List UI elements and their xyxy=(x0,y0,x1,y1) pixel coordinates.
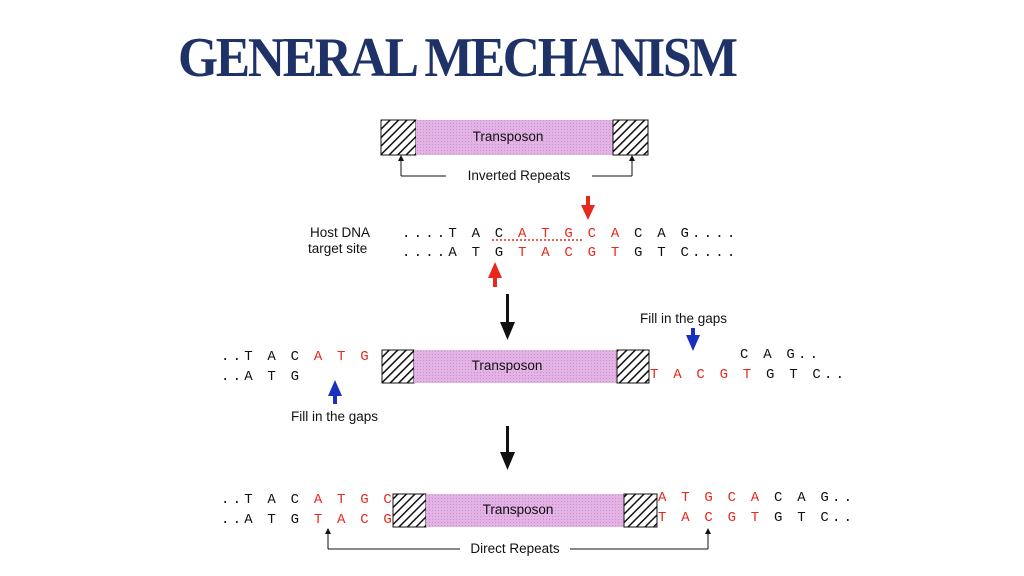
inverted-repeat-right xyxy=(623,493,658,528)
final-right-bottom-strand: T A C G T G T C.. xyxy=(658,510,855,526)
inverted-repeat-right xyxy=(616,349,650,384)
final-left-bottom-strand: ..A T G T A C G T xyxy=(221,512,418,528)
down-arrow-icon xyxy=(500,426,515,470)
inverted-repeats-label: Inverted Repeats xyxy=(468,168,571,183)
direct-repeats-bracket: Direct Repeats xyxy=(325,528,711,556)
inverted-repeats-bracket: Inverted Repeats xyxy=(398,155,635,183)
down-arrow-icon xyxy=(500,294,515,340)
transposon-middle: Transposon xyxy=(381,349,650,384)
fill-gaps-arrow-right-icon xyxy=(686,328,700,351)
transposon-top: Transposon xyxy=(380,119,649,156)
host-dna-bottom-strand: ....A T G T A C G T G T C.... xyxy=(402,245,738,261)
transposon-body xyxy=(414,350,617,383)
host-dna-label: Host DNA xyxy=(310,225,370,240)
direct-repeats-label: Direct Repeats xyxy=(470,541,560,556)
fill-gaps-arrow-left-icon xyxy=(328,380,342,404)
mid-right-bottom-strand: T A C G T G T C.. xyxy=(650,367,847,383)
page-title: GENERAL MECHANISM xyxy=(178,27,738,89)
fill-gaps-label-left: Fill in the gaps xyxy=(291,409,378,424)
cut-arrow-bottom-icon xyxy=(488,262,502,287)
inverted-repeat-left xyxy=(380,119,417,156)
inverted-repeat-right xyxy=(612,119,649,156)
transposon-body xyxy=(416,120,613,155)
inverted-repeat-left xyxy=(381,349,415,384)
transposon-bottom: Transposon xyxy=(392,493,658,528)
mid-right-top-strand: C A G.. xyxy=(740,347,821,363)
inverted-repeat-left xyxy=(392,493,427,528)
transposon-label: Transposon xyxy=(483,502,554,517)
final-right-top-strand: A T G C A C A G.. xyxy=(658,490,855,506)
host-dna-top-strand: ....T A C A T G C A C A G.... xyxy=(402,226,738,242)
mid-left-bottom-strand: ..A T G xyxy=(221,369,302,385)
final-left-top-strand: ..T A C A T G C A xyxy=(221,492,418,508)
transposon-label: Transposon xyxy=(472,358,543,373)
target-site-label: target site xyxy=(308,241,367,256)
fill-gaps-label-right: Fill in the gaps xyxy=(640,311,727,326)
transposon-label: Transposon xyxy=(473,129,544,144)
transposon-body xyxy=(426,494,624,527)
cut-arrow-top-icon xyxy=(581,196,595,220)
